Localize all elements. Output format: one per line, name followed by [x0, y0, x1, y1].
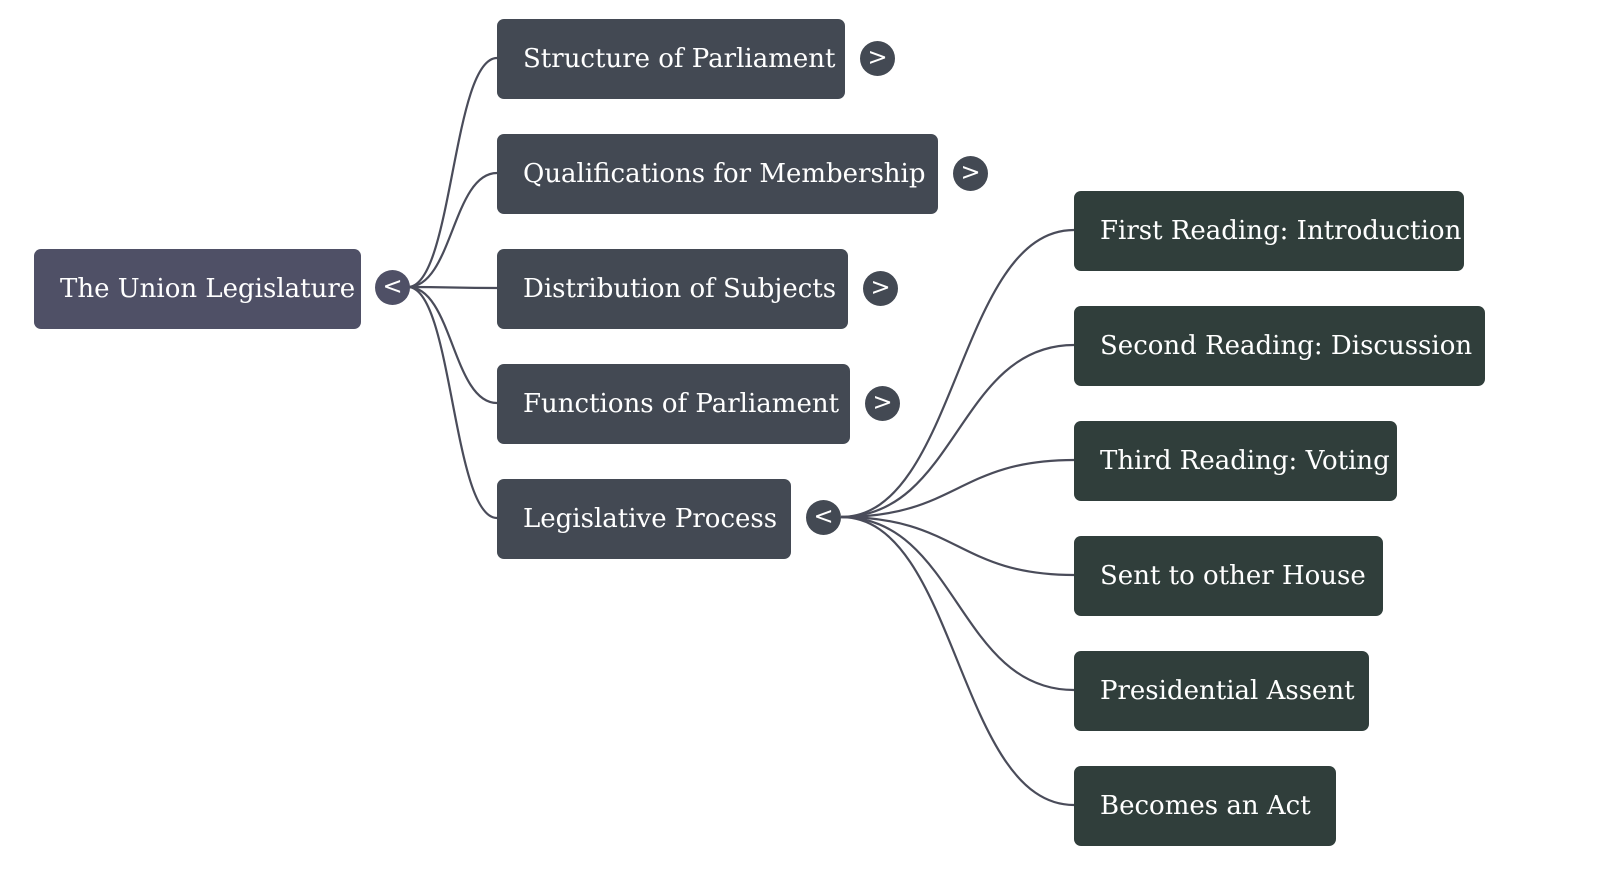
expand-structure-toggle[interactable]: >	[860, 41, 895, 76]
leaf-node-sent-to-other-house[interactable]: Sent to other House	[1074, 536, 1383, 616]
connector-process-leaf-3	[840, 515, 1075, 577]
connector-root-branch-2	[407, 285, 498, 290]
branch-node-legislative-process[interactable]: Legislative Process	[497, 479, 791, 559]
connector-root-branch-4	[407, 285, 498, 520]
branch-node-qualifications[interactable]: Qualifications for Membership	[497, 134, 938, 214]
root-node[interactable]: The Union Legislature	[34, 249, 361, 329]
leaf-node-first-reading[interactable]: First Reading: Introduction	[1074, 191, 1464, 271]
leaf-node-becomes-an-act[interactable]: Becomes an Act	[1074, 766, 1336, 846]
expand-functions-toggle[interactable]: >	[865, 386, 900, 421]
connector-process-leaf-2	[840, 458, 1075, 519]
chevron-right-icon: >	[867, 43, 888, 71]
connector-process-leaf-0	[840, 228, 1075, 519]
chevron-left-icon: <	[382, 272, 403, 300]
leaf-node-presidential-assent[interactable]: Presidential Assent	[1074, 651, 1369, 731]
connector-process-leaf-1	[840, 343, 1075, 519]
chevron-left-icon: <	[813, 502, 834, 530]
expand-qualifications-toggle[interactable]: >	[953, 156, 988, 191]
branch-node-distribution-of-subjects[interactable]: Distribution of Subjects	[497, 249, 848, 329]
connector-process-leaf-4	[840, 515, 1075, 692]
expand-distribution-toggle[interactable]: >	[863, 271, 898, 306]
branch-node-functions-of-parliament[interactable]: Functions of Parliament	[497, 364, 850, 444]
branch-node-structure-of-parliament[interactable]: Structure of Parliament	[497, 19, 845, 99]
collapse-root-toggle[interactable]: <	[375, 270, 410, 305]
leaf-node-second-reading[interactable]: Second Reading: Discussion	[1074, 306, 1485, 386]
connector-root-branch-3	[407, 285, 498, 405]
leaf-node-third-reading[interactable]: Third Reading: Voting	[1074, 421, 1397, 501]
chevron-right-icon: >	[872, 388, 893, 416]
connector-root-branch-1	[407, 171, 498, 289]
connector-process-leaf-5	[840, 515, 1075, 807]
collapse-legislative-process-toggle[interactable]: <	[806, 500, 841, 535]
chevron-right-icon: >	[960, 158, 981, 186]
connector-root-branch-0	[407, 56, 498, 289]
chevron-right-icon: >	[870, 273, 891, 301]
